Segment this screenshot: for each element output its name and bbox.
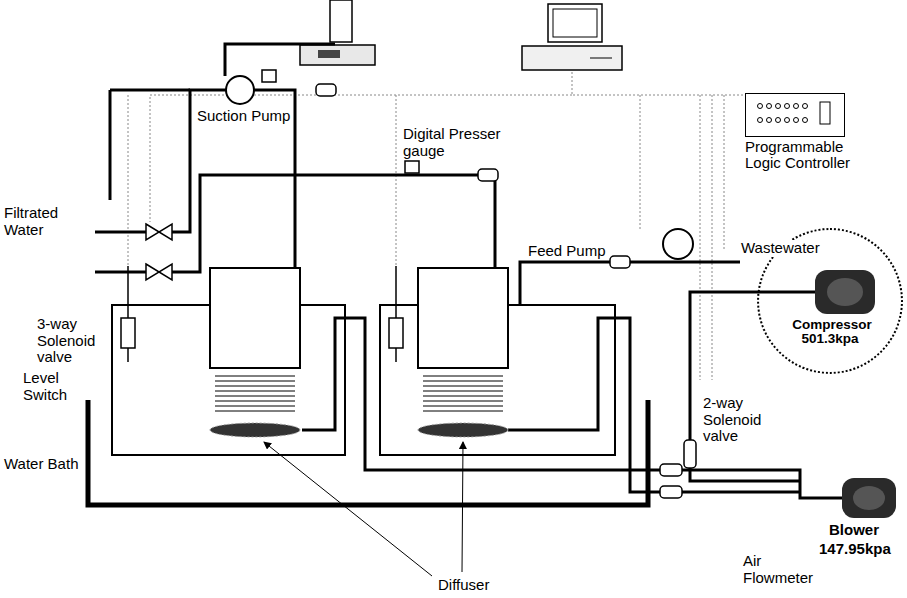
part-label: Wastewater: [740, 240, 821, 257]
part-label: Level Switch: [22, 370, 80, 403]
plc-box: Programmable Logic Controller: [745, 93, 859, 171]
part-label: Air Flowmeter: [742, 553, 824, 586]
part-label: Blower: [828, 522, 880, 539]
plc-panel: [745, 93, 845, 137]
part-label: 2-way Solenoid valve: [702, 395, 774, 445]
equipment-name: Compressor: [763, 318, 901, 332]
part-label: Suction Pump: [196, 108, 291, 125]
controller-label: Programmable Logic Controller: [745, 139, 859, 171]
part-label: Feed Pump: [527, 243, 607, 260]
part-label: Digital Presser gauge: [402, 126, 516, 159]
part-label: 3-way Solenoid valve: [36, 316, 104, 366]
part-label: Water Bath: [3, 456, 79, 473]
pressure-value: 501.3kpa: [759, 332, 901, 346]
part-label: 147.95kpa: [818, 541, 892, 558]
part-label: Filtrated Water: [3, 205, 85, 238]
part-label: Diffuser: [437, 577, 490, 594]
